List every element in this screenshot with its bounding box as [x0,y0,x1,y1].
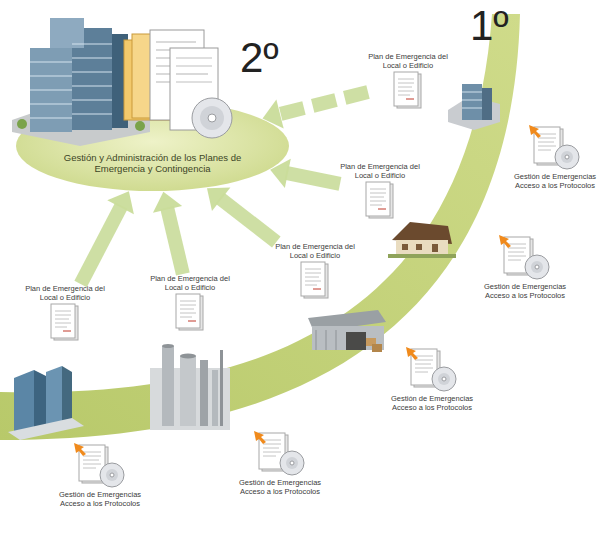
step-number: 2º [240,36,279,80]
protocol-document-icon [499,235,551,281]
node-text: Gestión de Emergencias Acceso a los Prot… [475,282,575,300]
node-text: Gestión de Emergencias Acceso a los Prot… [50,490,150,508]
node-text: Gestión de Emergencias Acceso a los Prot… [505,172,605,190]
arrow-head [153,192,182,213]
central-oval: Gestión y Administración de los Planes d… [15,100,290,192]
protocol-document-icon [529,125,581,171]
node-text: Gestión de Emergencias Acceso a los Prot… [230,478,330,496]
protocol-access-document: Gestión de Emergencias Acceso a los Prot… [50,442,150,508]
node-text: Plan de Emergencia del Local o Edificio [275,242,355,260]
green-arc [0,14,520,440]
flow-arrow [153,192,183,274]
emergency-plan-document: Plan de Emergencia del Local o Edificio [340,162,420,222]
warehouse [308,310,386,352]
document-icon [392,71,424,111]
document-icon [299,261,331,301]
document-icon [174,293,206,333]
document-icon [364,181,396,221]
arrow-shaft [286,173,340,184]
emergency-plan-document: Plan de Emergencia del Local o Edificio [25,284,105,344]
protocol-document-icon [254,431,306,477]
refinery [150,344,230,430]
document-icon [49,303,81,343]
twin-towers [8,366,84,440]
protocol-access-document: Gestión de Emergencias Acceso a los Prot… [382,346,482,412]
arrow-head [107,191,134,214]
emergency-plan-document: Plan de Emergencia del Local o Edificio [150,274,230,334]
arrow-shaft [81,206,122,284]
emergency-plan-document: Plan de Emergencia del Local o Edificio [275,242,355,302]
step-number: 1º [470,4,509,48]
node-text: Gestión y Administración de los Planes d… [47,152,258,174]
arrow-shaft [167,207,183,274]
arrow-shaft [220,198,277,242]
node-text: Plan de Emergencia del Local o Edificio [150,274,230,292]
node-text: Plan de Emergencia del Local o Edificio [340,162,420,180]
node-text: Plan de Emergencia del Local o Edificio [368,52,448,70]
protocol-document-icon [406,347,458,393]
node-text: Plan de Emergencia del Local o Edificio [25,284,105,302]
protocol-document-icon [74,443,126,489]
protocol-access-document: Gestión de Emergencias Acceso a los Prot… [505,124,605,190]
flow-arrow [270,159,340,188]
emergency-plan-document: Plan de Emergencia del Local o Edificio [368,52,448,112]
oval-shape [15,100,290,192]
flow-arrow [81,191,134,284]
flow-arrow [207,187,276,242]
house [388,222,456,258]
node-text: Gestión de Emergencias Acceso a los Prot… [382,394,482,412]
protocol-access-document: Gestión de Emergencias Acceso a los Prot… [475,234,575,300]
arrow-shaft [278,92,368,115]
arrow-head [207,187,230,211]
protocol-access-document: Gestión de Emergencias Acceso a los Prot… [230,430,330,496]
office-building [448,84,500,130]
flow-arrow [263,92,368,129]
